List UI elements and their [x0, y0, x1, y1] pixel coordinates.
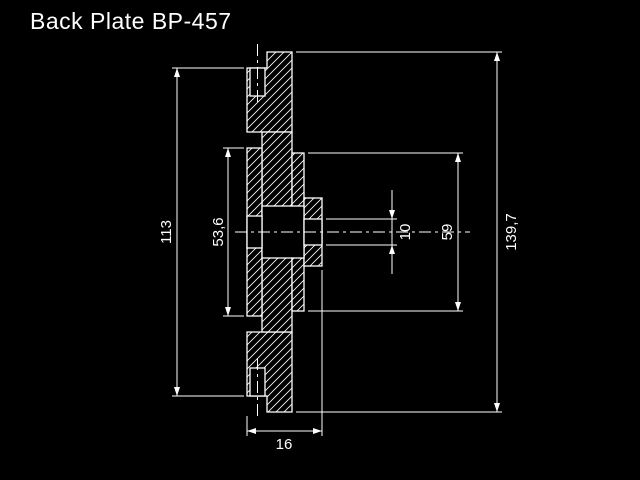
- dimension-thickness: 16: [246, 270, 323, 453]
- dim-label-face-diameter: 113: [158, 220, 175, 244]
- part-section: [246, 51, 323, 413]
- dimension-bore-diameter: 10: [326, 190, 414, 274]
- dimension-face-diameter: 113: [158, 67, 244, 397]
- centerlines: [235, 44, 470, 420]
- dimension-outer-diameter: 139,7: [296, 51, 520, 413]
- dim-label-recess-diameter: 53,6: [210, 217, 227, 246]
- dim-label-thickness: 16: [276, 436, 293, 453]
- dimension-recess-diameter: 53,6: [210, 147, 244, 317]
- dim-label-bore-diameter: 10: [397, 224, 414, 241]
- dim-label-outer-diameter: 139,7: [503, 213, 520, 251]
- drawing-title: Back Plate BP-457: [30, 8, 232, 34]
- dim-label-boss-diameter: 59: [439, 224, 456, 241]
- dimension-boss-diameter: 59: [308, 152, 463, 312]
